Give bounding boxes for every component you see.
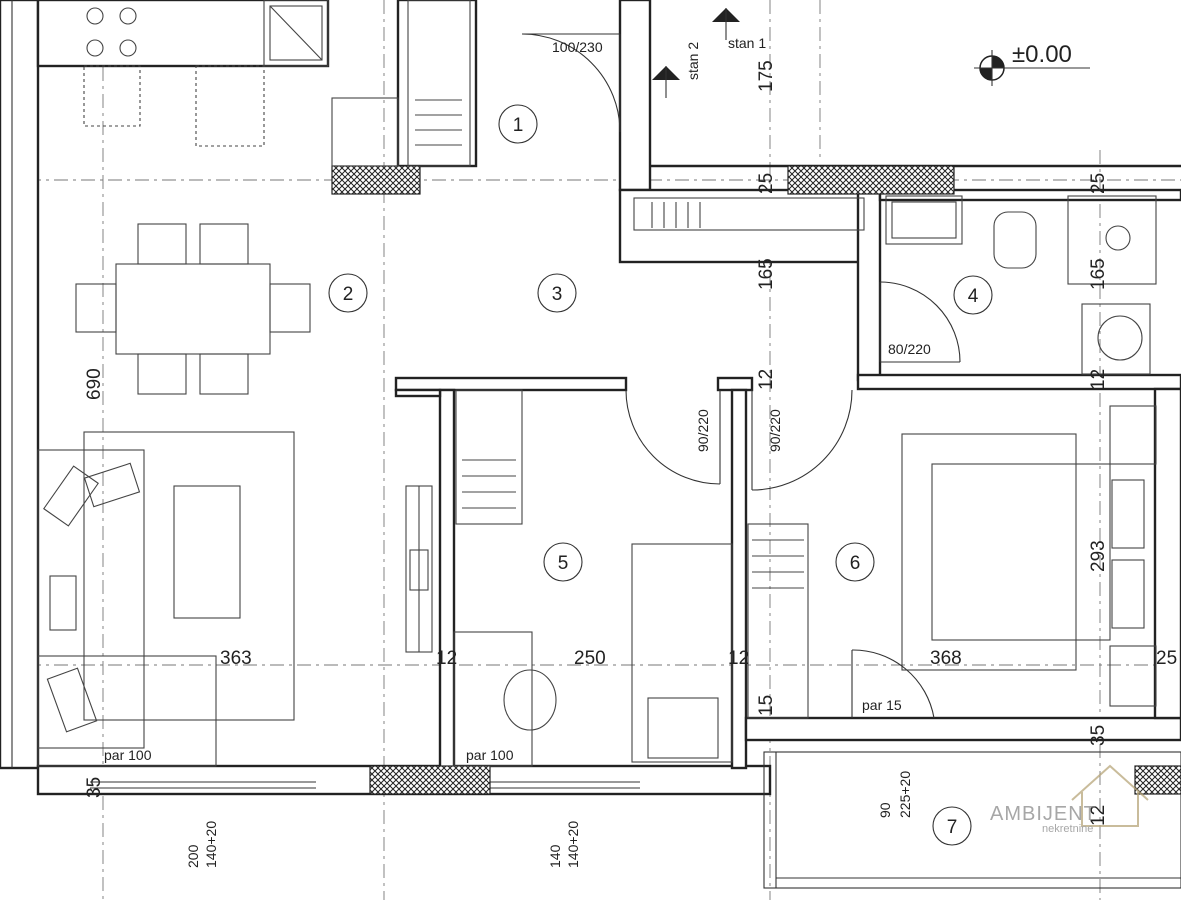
window-sill-room6: 90	[877, 802, 893, 818]
room-5-label: 5	[558, 553, 569, 574]
room-2-label: 2	[343, 284, 354, 305]
room-7-label: 7	[947, 817, 958, 838]
brand-name: AMBIJENT	[990, 803, 1097, 825]
dim-12-d: 12	[728, 648, 749, 669]
window-size-room5: 140+20	[565, 821, 581, 868]
kitchen-cabinets	[83, 0, 471, 167]
stair-markers	[652, 8, 740, 98]
sofa-and-rug	[37, 431, 295, 767]
annotations: ±0.00 stan 1 stan 2 100/230 80/220 90/22…	[84, 35, 1177, 868]
window-sill-living: 200	[185, 844, 201, 868]
dim-25-c: 25	[1156, 648, 1177, 669]
dim-368: 368	[930, 648, 962, 669]
dim-35-a: 35	[84, 777, 105, 798]
room-4-label: 4	[968, 286, 979, 307]
dim-363: 363	[220, 648, 252, 669]
dim-35-b: 35	[1088, 725, 1109, 746]
room-1-label: 1	[513, 115, 524, 136]
dim-12-b: 12	[1088, 369, 1109, 390]
level-marker-icon	[974, 50, 1090, 86]
room-6-furniture	[747, 389, 1157, 719]
window-label-room5: par 100	[466, 747, 514, 763]
window-sill-room5: 140	[547, 844, 563, 868]
dim-12-e: 12	[1088, 805, 1109, 826]
dim-165-a: 165	[756, 258, 777, 290]
wardrobe-entrance	[407, 0, 471, 167]
hall-wardrobe	[633, 197, 865, 231]
dim-15: 15	[756, 695, 777, 716]
dim-165-b: 165	[1088, 258, 1109, 290]
stove-burners-icon	[86, 7, 137, 57]
window-label-room6: par 15	[862, 697, 902, 713]
window-label-living: par 100	[104, 747, 152, 763]
door-label-bathroom: 80/220	[888, 341, 931, 357]
entrance-door	[521, 33, 621, 133]
level-label: ±0.00	[1012, 41, 1072, 68]
dim-25-b: 25	[1088, 173, 1109, 194]
brand-logo: AMBIJENT nekretnine	[990, 764, 1149, 835]
window-size-living: 140+20	[203, 821, 219, 868]
room-6-label: 6	[850, 553, 861, 574]
bathroom-fixtures	[879, 195, 1157, 375]
dim-175: 175	[756, 60, 777, 92]
dim-12-a: 12	[756, 369, 777, 390]
dining-table	[75, 223, 311, 395]
dim-293: 293	[1088, 540, 1109, 572]
hatched-columns	[331, 165, 1181, 795]
stair-label-2: stan 2	[685, 42, 701, 80]
room-3-label: 3	[552, 284, 563, 305]
dim-250: 250	[574, 648, 606, 669]
door-label-room6: 90/220	[767, 409, 783, 452]
door-label-entrance: 100/230	[552, 39, 603, 55]
brand-sub: nekretnine	[1042, 823, 1093, 835]
door-label-room5: 90/220	[695, 409, 711, 452]
dim-690: 690	[84, 368, 105, 400]
stair-label-1: stan 1	[728, 35, 766, 51]
room-markers: 1 2 3 4 5 6 7	[328, 104, 993, 846]
dim-12-c: 12	[436, 648, 457, 669]
window-size-room6: 225+20	[897, 771, 913, 818]
room-5-furniture	[405, 389, 733, 767]
dim-25-a: 25	[756, 173, 777, 194]
